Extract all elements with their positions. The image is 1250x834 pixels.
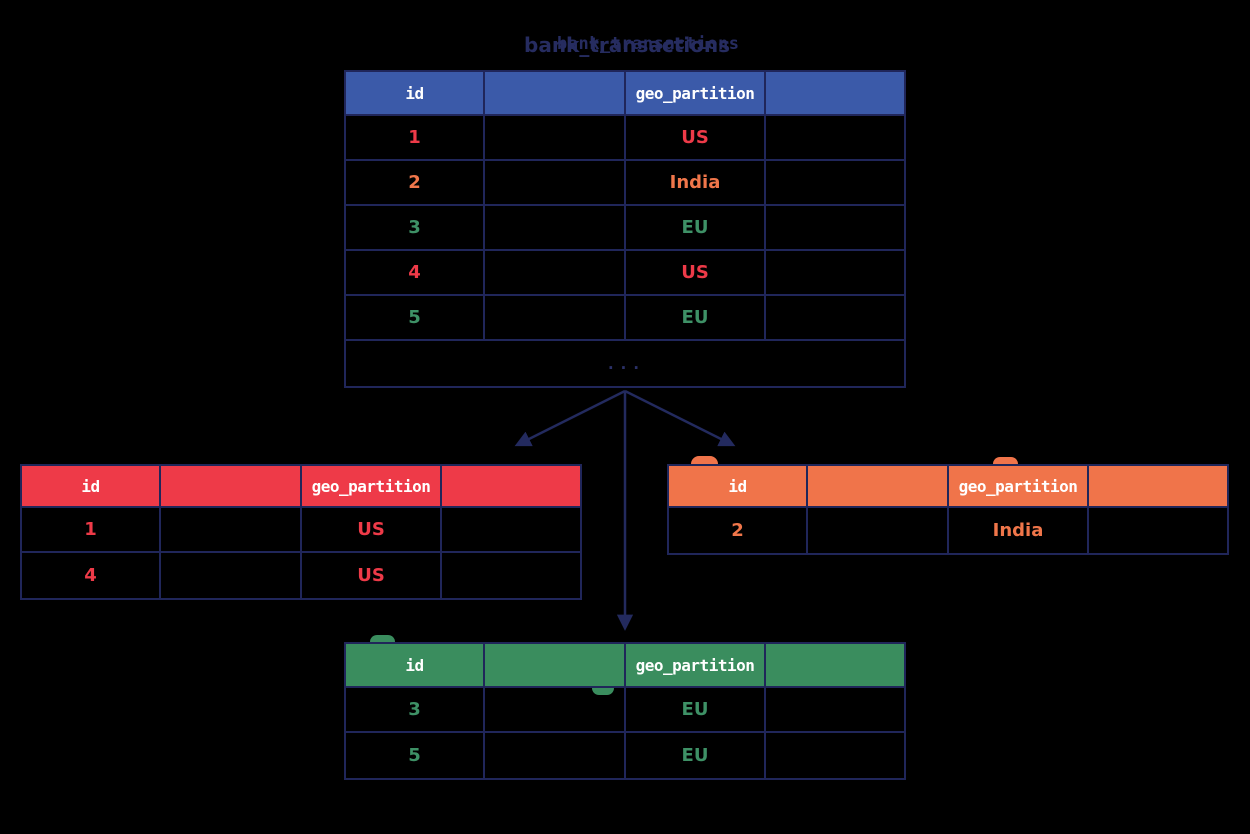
table-cell: 3	[346, 688, 485, 733]
table-cell: EU	[626, 688, 766, 733]
table-cell	[485, 206, 626, 251]
ellipsis-cell: ...	[346, 341, 904, 386]
arc-decoration-icon	[993, 457, 1018, 464]
table-header-row: id geo_partition	[22, 466, 580, 508]
table-cell	[1089, 508, 1227, 553]
table-cell	[766, 206, 904, 251]
table-cell	[766, 161, 904, 206]
table-cell: 4	[22, 553, 161, 598]
header-cell	[485, 72, 626, 116]
table-cell	[485, 733, 626, 778]
table-row: 4 US	[346, 251, 904, 296]
table-cell	[485, 161, 626, 206]
arc-decoration-icon	[592, 688, 614, 695]
table-cell	[161, 508, 302, 553]
table-row: 1 US	[22, 508, 580, 553]
header-cell: id	[22, 466, 161, 508]
table-cell	[766, 688, 904, 733]
table-cell	[766, 733, 904, 778]
table-row: 3 EU	[346, 688, 904, 733]
header-cell: id	[669, 466, 808, 508]
table-cell: 4	[346, 251, 485, 296]
table-row: 1 US	[346, 116, 904, 161]
table-india-partition: id geo_partition 2 India	[667, 464, 1229, 555]
table-cell: US	[626, 116, 766, 161]
table-cell: 5	[346, 733, 485, 778]
table-cell: 5	[346, 296, 485, 341]
table-header-row: id geo_partition	[346, 644, 904, 688]
table-header-row: id geo_partition	[669, 466, 1227, 508]
table-row: 5 EU	[346, 733, 904, 778]
table-cell: 3	[346, 206, 485, 251]
table-cell: 2	[669, 508, 808, 553]
table-cell	[161, 553, 302, 598]
table-cell	[442, 553, 580, 598]
arc-decoration-icon	[370, 635, 395, 642]
table-row: 4 US	[22, 553, 580, 598]
arrow-to-india-partition	[624, 389, 736, 447]
table-row: 2 India	[346, 161, 904, 206]
table-cell: EU	[626, 733, 766, 778]
table-cell: EU	[626, 296, 766, 341]
table-cell	[808, 508, 949, 553]
table-cell	[485, 688, 626, 733]
table-header-row: id geo_partition	[346, 72, 904, 116]
table-row: 3 EU	[346, 206, 904, 251]
header-cell: geo_partition	[626, 72, 766, 116]
header-cell: geo_partition	[949, 466, 1089, 508]
arc-decoration-icon	[691, 456, 718, 464]
table-row: 5 EU	[346, 296, 904, 341]
header-cell	[766, 644, 904, 688]
title-layer-mono: bank_transactions	[557, 34, 740, 54]
table-cell: EU	[626, 206, 766, 251]
header-cell: geo_partition	[302, 466, 442, 508]
table-cell: 1	[22, 508, 161, 553]
table-cell: 2	[346, 161, 485, 206]
table-cell: India	[949, 508, 1089, 553]
table-cell: 1	[346, 116, 485, 161]
table-cell: India	[626, 161, 766, 206]
table-cell: US	[302, 553, 442, 598]
diagram-title: bank_transactions bank_transactions	[344, 30, 906, 60]
header-cell: id	[346, 72, 485, 116]
header-cell	[808, 466, 949, 508]
table-cell: US	[626, 251, 766, 296]
header-cell: geo_partition	[626, 644, 766, 688]
table-cell	[485, 296, 626, 341]
table-cell	[766, 296, 904, 341]
table-cell	[485, 251, 626, 296]
table-cell	[442, 508, 580, 553]
table-cell	[766, 251, 904, 296]
table-cell: US	[302, 508, 442, 553]
header-cell	[1089, 466, 1227, 508]
header-cell	[442, 466, 580, 508]
header-cell	[766, 72, 904, 116]
table-row: 2 India	[669, 508, 1227, 553]
header-cell	[485, 644, 626, 688]
table-row: ...	[346, 341, 904, 386]
title-layer-sans: bank_transactions	[524, 33, 731, 57]
table-cell	[766, 116, 904, 161]
header-cell	[161, 466, 302, 508]
arrow-to-us-partition	[514, 389, 626, 447]
table-cell	[485, 116, 626, 161]
header-cell: id	[346, 644, 485, 688]
